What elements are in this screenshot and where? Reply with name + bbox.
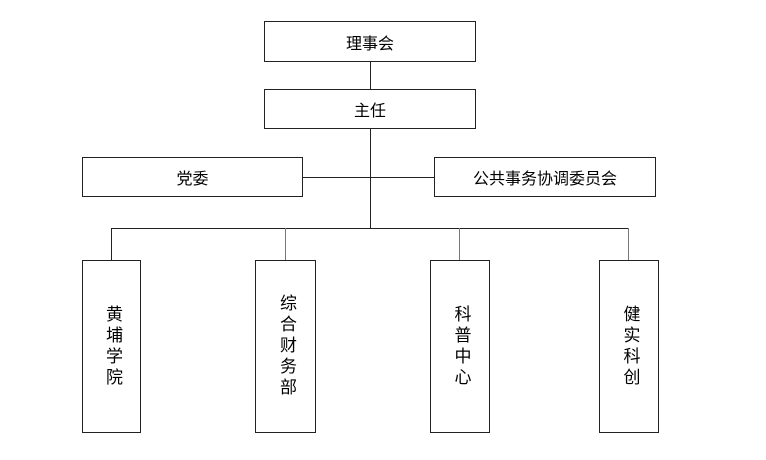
connector-dept-2 xyxy=(285,228,286,260)
party-committee-label: 党委 xyxy=(176,169,209,188)
party-committee-box: 党委 xyxy=(82,157,303,197)
department-label-1: 黄埔学院 xyxy=(102,304,122,389)
department-box-3: 科普中心 xyxy=(430,260,490,433)
board-label: 理事会 xyxy=(345,33,394,53)
department-box-1: 黄埔学院 xyxy=(82,260,141,433)
department-label-4: 健实科创 xyxy=(619,304,640,389)
connector-dept-1 xyxy=(111,228,112,260)
connector-dept-4 xyxy=(628,228,629,260)
connector-director-trunk xyxy=(370,128,371,229)
connector-board-director xyxy=(370,61,371,89)
public-affairs-committee-box: 公共事务协调委员会 xyxy=(434,157,656,197)
board-box: 理事会 xyxy=(264,21,476,62)
connector-committees xyxy=(302,177,434,178)
connector-dept-3 xyxy=(459,228,460,260)
department-box-4: 健实科创 xyxy=(599,260,659,433)
director-box: 主任 xyxy=(264,89,476,129)
department-label-3: 科普中心 xyxy=(450,304,471,389)
director-label: 主任 xyxy=(353,101,386,120)
connector-departments-bus xyxy=(111,228,629,229)
department-box-2: 综合财务部 xyxy=(255,260,316,433)
department-label-2: 综合财务部 xyxy=(276,294,296,399)
public-affairs-committee-label: 公共事务协调委员会 xyxy=(472,169,617,188)
